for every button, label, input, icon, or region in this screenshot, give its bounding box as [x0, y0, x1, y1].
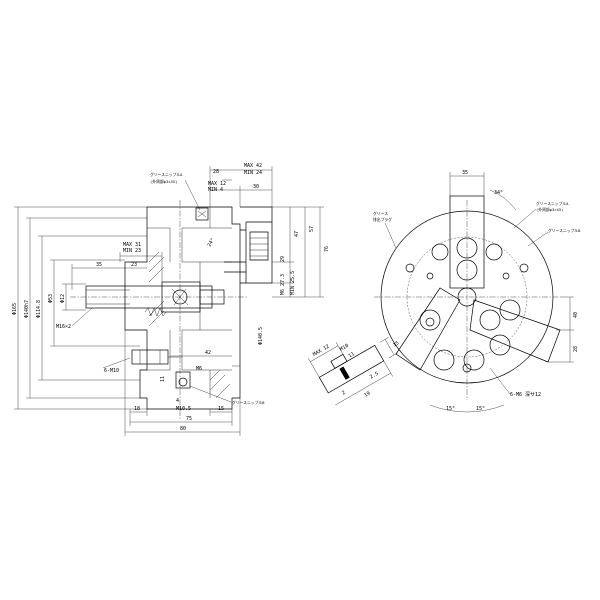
diameter-dims: [14, 206, 147, 410]
front-leader-plug: [384, 222, 397, 249]
side-view: Φ165 Φ140h7 Φ114.8 Φ53 Φ12 MAX 42 MIN 24…: [12, 163, 330, 436]
jaw-dim-11: 11: [347, 351, 355, 359]
dim-47: 47: [294, 231, 300, 237]
grease-nipple-a-body: [195, 207, 209, 221]
leader-grease-b: [189, 385, 232, 403]
right-dims: [272, 206, 324, 298]
jaw-detail-step: [330, 353, 348, 369]
leader-grease-a: [184, 179, 201, 211]
label-grease-nipple-a: グリースニップルA: [150, 172, 183, 177]
grease-nipple-a-lines: [197, 210, 207, 218]
grease-nipple-b-body: [175, 371, 191, 389]
dim-phi165: Φ165: [12, 303, 18, 315]
dim-max12: MAX 12: [208, 181, 226, 187]
dim-phi53: Φ53: [48, 294, 54, 303]
body-section-lines: [147, 207, 232, 398]
jaw-label-m10: M10: [339, 343, 350, 353]
front-hex-bolt: [425, 317, 435, 327]
jaw-dim-19: 19: [363, 391, 371, 399]
dim-11: 11: [160, 376, 166, 382]
front-leader-6-m6: [489, 367, 511, 395]
jaw-detail-dims: [308, 337, 398, 406]
dim-15: 15: [218, 406, 224, 412]
dim-42: 42: [205, 350, 211, 356]
jaw-right-teeth: [250, 237, 268, 257]
dim-min25: MIN 25.5: [290, 271, 296, 295]
dim-min4: MIN 4: [208, 187, 223, 193]
jaw-dim-2: 2: [341, 390, 347, 397]
bottom-bolt-head: [131, 349, 169, 365]
dim-max42: MAX 42: [244, 163, 262, 169]
dim-30: 30: [253, 184, 259, 190]
front-top-dims: [449, 172, 517, 211]
front-dim-34deg: 34°: [494, 190, 503, 196]
inner-left-dims: [71, 252, 163, 290]
dim-57: 57: [309, 226, 315, 232]
front-dim-35: 35: [462, 170, 468, 176]
label-grease-nipple-b: グリースニップルB: [232, 400, 265, 405]
dim-phi140: Φ140h7: [24, 300, 30, 318]
jaw-dim-2-5: 2.5: [369, 371, 380, 381]
front-right-dims: [548, 296, 574, 363]
dim-phi140-right: Φ140.5: [258, 327, 264, 345]
front-jaw-right: [469, 299, 561, 363]
leader-m16: [71, 307, 93, 327]
front-angle-arcs: [429, 404, 505, 413]
label-6-m10: 6-M10: [104, 368, 119, 374]
jaw-detail: MAX 12 M10 11 2 15 2.5 19: [308, 337, 400, 406]
bottom-dims: [124, 330, 241, 436]
dim-28: 28: [213, 169, 219, 175]
dim-35: 35: [96, 262, 102, 268]
front-angle-15-right: 15°: [476, 406, 485, 412]
front-label-grease-plug-2: 排出プラグ: [373, 217, 392, 222]
front-leader-nipple-a: [513, 208, 537, 229]
front-dim-28: 28: [573, 346, 579, 352]
label-m6: M6: [196, 366, 202, 372]
front-view: 35 34° グリース 排出プラグ グリースニップルA (外周部φ3×45) グ…: [373, 170, 581, 413]
dim-80: 80: [180, 426, 186, 432]
top-jaw: [224, 229, 246, 284]
grease-nipple-b-cap: [178, 377, 188, 387]
front-angle-15-left: 15°: [446, 406, 455, 412]
front-jaw-top: [449, 195, 485, 289]
dim-min23: MIN 23: [123, 248, 141, 254]
front-label-grease-nipple-b: グリースニップルB: [548, 228, 581, 233]
label-m16: M16×2: [56, 324, 71, 330]
dim-phi114: Φ114.8: [36, 300, 42, 318]
bottom-bolt-lines: [139, 350, 182, 364]
section-hatch: [148, 251, 231, 399]
front-label-6-m6: 6-M6 深サ12: [510, 391, 541, 398]
dim-18: 18: [134, 406, 140, 412]
jaw-right: [240, 206, 273, 284]
front-label-grease-nipple-a: グリースニップルA: [536, 201, 569, 206]
dim-min24: MIN 24: [244, 170, 262, 176]
dim-29: 29: [280, 256, 286, 262]
dim-phi12: Φ12: [60, 294, 66, 303]
jaw-dim-max12: MAX 12: [312, 344, 331, 358]
front-leader-nipple-b: [527, 231, 549, 247]
top-dims: [209, 166, 273, 207]
draw-bar-thread: [86, 289, 130, 305]
chuck-body-outline: [124, 206, 241, 410]
dim-max31: MAX 31: [123, 242, 141, 248]
dim-23: 23: [131, 262, 137, 268]
dim-75: 75: [186, 416, 192, 422]
dim-4: 4: [176, 398, 179, 404]
front-holes: [405, 237, 529, 373]
dim-24-deg: 24°: [207, 237, 217, 248]
front-dim-40: 40: [573, 312, 579, 318]
dim-m6-27: M6 27.3: [280, 274, 286, 295]
lower-dims: [102, 355, 240, 369]
jaw-dim-15: 15: [392, 340, 400, 348]
label-m10: M10.5: [176, 406, 191, 412]
label-grease-nipple-a-note: (外周部φ3×45): [150, 179, 177, 184]
jaw-detail-bolt: [339, 366, 350, 380]
dim-76: 76: [324, 246, 330, 252]
spring: [144, 307, 167, 317]
front-label-grease-nipple-a-note: (外周部φ3×45): [536, 207, 563, 212]
front-label-grease-plug-1: グリース: [373, 211, 388, 216]
